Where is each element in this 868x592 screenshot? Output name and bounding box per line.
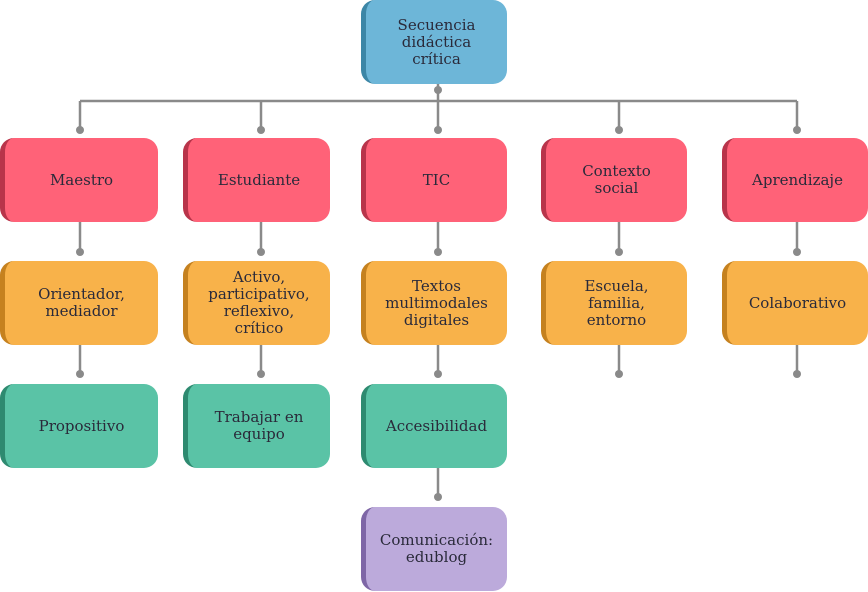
quality-node-tic: Accesibilidad	[361, 384, 507, 468]
connector-dot	[793, 126, 801, 134]
extra-label: Comunicación: edublog	[379, 531, 494, 566]
connector-dot	[257, 126, 265, 134]
trait-label: Orientador, mediador	[38, 285, 125, 320]
category-node-aprendizaje: Aprendizaje	[722, 138, 868, 222]
connector-dot	[434, 370, 442, 378]
category-node-tic: TIC	[361, 138, 507, 222]
trait-node-estudiante: Activo, participativo, reflexivo, crític…	[183, 261, 330, 345]
connector-dot	[793, 248, 801, 256]
extra-node-tic: Comunicación: edublog	[361, 507, 507, 591]
connector-dot	[615, 126, 623, 134]
connector-dot	[76, 126, 84, 134]
category-label: Aprendizaje	[752, 170, 843, 189]
connector-dot	[434, 126, 442, 134]
trait-label: Textos multimodales digitales	[385, 276, 488, 329]
trait-node-maestro: Orientador, mediador	[0, 261, 158, 345]
category-label: TIC	[422, 170, 451, 189]
trait-node-tic: Textos multimodales digitales	[361, 261, 507, 345]
connector-dot	[434, 248, 442, 256]
trait-label: Escuela, familia, entorno	[584, 276, 649, 329]
root-label: Secuencia didáctica crítica	[397, 15, 476, 68]
connector-dot	[615, 370, 623, 378]
connector-dot	[257, 370, 265, 378]
category-label: Contexto social	[582, 162, 651, 197]
trait-node-contexto-social: Escuela, familia, entorno	[541, 261, 687, 345]
connector-dot	[257, 248, 265, 256]
root-node: Secuencia didáctica crítica	[361, 0, 507, 84]
trait-label: Activo, participativo, reflexivo, crític…	[208, 268, 310, 337]
quality-label: Propositivo	[38, 416, 125, 435]
quality-node-estudiante: Trabajar en equipo	[183, 384, 330, 468]
category-label: Maestro	[49, 170, 114, 189]
quality-node-maestro: Propositivo	[0, 384, 158, 468]
connector-dot	[434, 86, 442, 94]
category-node-estudiante: Estudiante	[183, 138, 330, 222]
quality-label: Accesibilidad	[385, 416, 488, 435]
quality-label: Trabajar en equipo	[214, 408, 304, 443]
trait-node-aprendizaje: Colaborativo	[722, 261, 868, 345]
trait-label: Colaborativo	[748, 293, 847, 312]
connector-dot	[76, 370, 84, 378]
connector-dot	[793, 370, 801, 378]
connector-dot	[434, 493, 442, 501]
connector-dot	[76, 248, 84, 256]
connector-dot	[615, 248, 623, 256]
category-node-contexto-social: Contexto social	[541, 138, 687, 222]
category-node-maestro: Maestro	[0, 138, 158, 222]
category-label: Estudiante	[217, 170, 301, 189]
